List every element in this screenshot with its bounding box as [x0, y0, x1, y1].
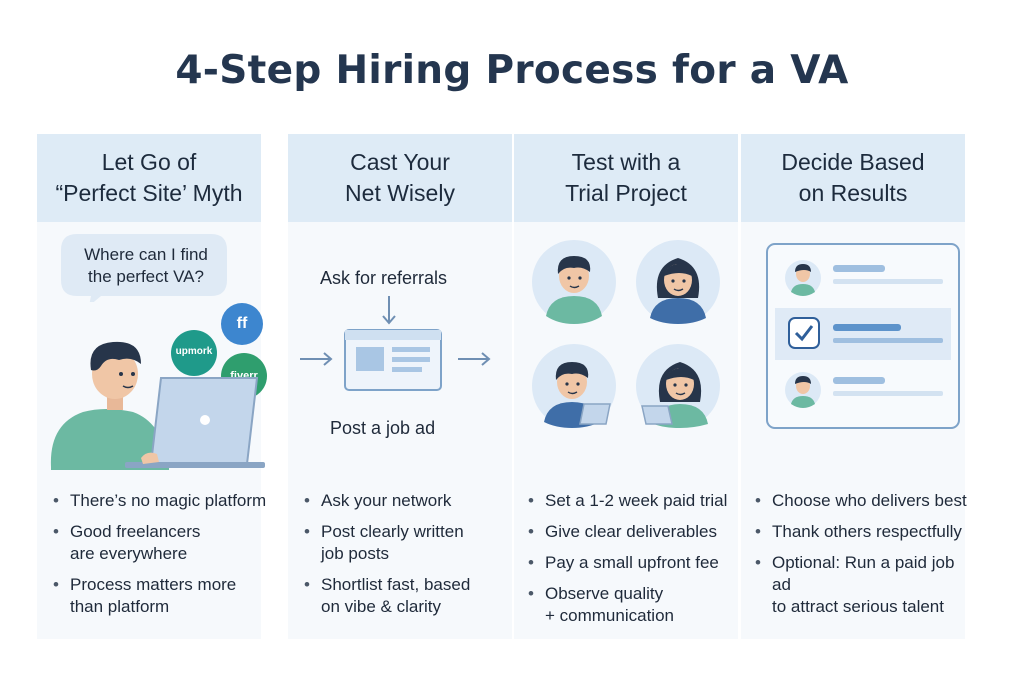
step-1-heading-line-1: Let Go of — [101, 149, 197, 175]
speech-bubble-text: Where can I find the perfect VA? — [71, 244, 221, 288]
man-laptop-avatar-icon — [532, 344, 616, 428]
speech-bubble-line-1: Where can I find — [84, 245, 208, 264]
arrow-down-icon — [382, 296, 396, 325]
step-4-heading: Decide Based on Results — [741, 134, 965, 222]
ff-logo-icon — [221, 303, 263, 345]
upwork-logo-icon — [171, 330, 217, 376]
step-1-heading: Let Go of “Perfect Site’ Myth — [37, 134, 261, 222]
step-1-body: Where can I find the perfect VA? ff upmo… — [37, 222, 267, 639]
bullet-line: job posts — [321, 544, 390, 563]
step-3-body: Set a 1-2 week paid trial Give clear del… — [514, 222, 738, 639]
step-1-bullet: There’s no magic platform — [53, 490, 268, 512]
person-laptop-icon — [50, 341, 265, 470]
bullet-line: Thank others respectfully — [772, 522, 962, 541]
ff-logo-text: ff — [236, 315, 248, 332]
man-avatar-icon — [532, 240, 616, 324]
step-1-bullet: Good freelancers are everywhere — [53, 521, 268, 565]
bullet-line: to attract serious talent — [772, 597, 944, 616]
bullet-line: Observe quality — [545, 584, 664, 603]
step-3-heading-line-2: Trial Project — [565, 180, 687, 206]
bullet-line: Pay a small upfront fee — [545, 553, 719, 572]
step-2-heading: Cast Your Net Wisely — [288, 134, 512, 222]
step-2-bullet-list: Ask your network Post clearly written jo… — [304, 490, 519, 627]
post-job-ad-label: Post a job ad — [330, 418, 436, 438]
bullet-line: Post clearly written — [321, 522, 464, 541]
bullet-line: are everywhere — [70, 544, 188, 563]
ask-referrals-label: Ask for referrals — [320, 268, 448, 288]
step-4-heading-line-1: Decide Based — [781, 149, 925, 175]
step-4-bullet: Optional: Run a paid job ad to attract s… — [755, 552, 970, 618]
woman-avatar-icon — [636, 240, 720, 324]
page-title: 4-Step Hiring Process for a VA — [175, 48, 849, 93]
bullet-line: Good freelancers — [70, 522, 201, 541]
candidate-list-icon — [766, 243, 960, 429]
bullet-line: than platform — [70, 597, 170, 616]
step-3-bullet: Pay a small upfront fee — [528, 552, 743, 574]
speech-bubble-icon — [61, 234, 227, 302]
step-3-heading: Test with a Trial Project — [514, 134, 738, 222]
step-4-body: Choose who delivers best Thank others re… — [741, 222, 967, 639]
step-1-bullet-list: There’s no magic platform Good freelance… — [53, 490, 268, 627]
step-3-bullet: Give clear deliverables — [528, 521, 743, 543]
checkmark-icon — [794, 325, 814, 342]
step-3-column: Test with a Trial Project — [514, 134, 738, 639]
step-4-bullet-list: Choose who delivers best Thank others re… — [755, 490, 970, 627]
step-2-body: Ask for referrals Post a job ad Ask your… — [288, 222, 512, 639]
bullet-line: Give clear deliverables — [545, 522, 717, 541]
bullet-line: Optional: Run a paid job ad — [772, 553, 955, 594]
speech-bubble-line-2: the perfect VA? — [88, 267, 204, 286]
bullet-line: on vibe & clarity — [321, 597, 441, 616]
step-2-heading-line-1: Cast Your — [350, 149, 450, 175]
bullet-line: + communication — [545, 606, 674, 625]
upwork-logo-text: upmork — [175, 346, 213, 357]
step-4-column: Decide Based on Results — [741, 134, 967, 639]
bullet-line: There’s no magic platform — [70, 491, 267, 510]
bullet-line: Shortlist fast, based — [321, 575, 471, 594]
step-3-bullet: Set a 1-2 week paid trial — [528, 490, 743, 512]
job-ad-card-icon — [344, 329, 442, 391]
step-4-heading-line-2: on Results — [798, 180, 908, 206]
step-4-bullet: Thank others respectfully — [755, 521, 970, 543]
arrow-right-icon — [458, 352, 491, 366]
step-1-heading-line-2: “Perfect Site’ Myth — [55, 180, 243, 206]
woman-laptop-avatar-icon — [636, 344, 720, 428]
step-3-bullet-list: Set a 1-2 week paid trial Give clear del… — [528, 490, 743, 636]
bullet-line: Choose who delivers best — [772, 491, 967, 510]
step-2-bullet: Post clearly written job posts — [304, 521, 519, 565]
step-1-bullet: Process matters more than platform — [53, 574, 268, 618]
step-1-column: Let Go of “Perfect Site’ Myth Where can … — [37, 134, 267, 639]
bullet-line: Set a 1-2 week paid trial — [545, 491, 728, 510]
step-3-bullet: Observe quality + communication — [528, 583, 743, 627]
step-2-heading-line-2: Net Wisely — [345, 180, 455, 206]
bullet-line: Process matters more — [70, 575, 237, 594]
bullet-line: Ask your network — [321, 491, 452, 510]
step-2-column: Cast Your Net Wisely Ask for referrals P… — [288, 134, 512, 639]
step-3-heading-line-1: Test with a — [571, 149, 681, 175]
step-2-bullet: Ask your network — [304, 490, 519, 512]
arrow-right-icon — [300, 352, 333, 366]
step-4-bullet: Choose who delivers best — [755, 490, 970, 512]
step-2-bullet: Shortlist fast, based on vibe & clarity — [304, 574, 519, 618]
